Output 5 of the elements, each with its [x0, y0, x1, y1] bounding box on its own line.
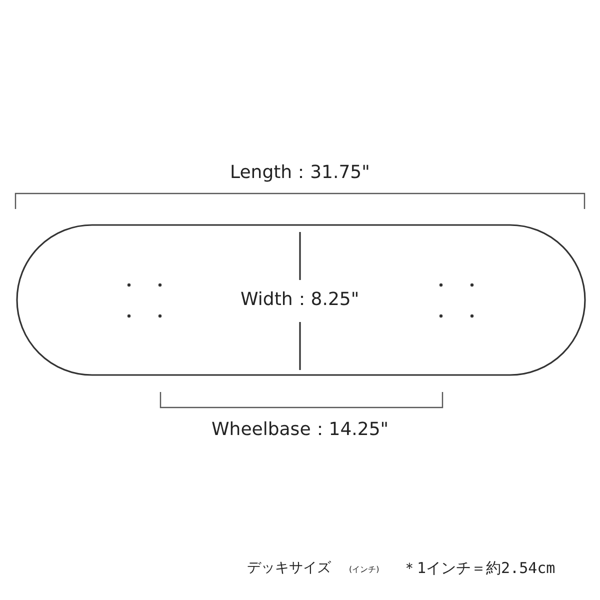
dimension-label: Wheelbase：14.25": [212, 419, 389, 441]
unit-note: (インチ): [349, 565, 380, 575]
dimension-label: Length：31.75": [230, 162, 370, 184]
conversion-note: ＊1インチ＝約2.54cm: [402, 559, 556, 577]
caption-text: デッキサイズ: [247, 560, 331, 576]
